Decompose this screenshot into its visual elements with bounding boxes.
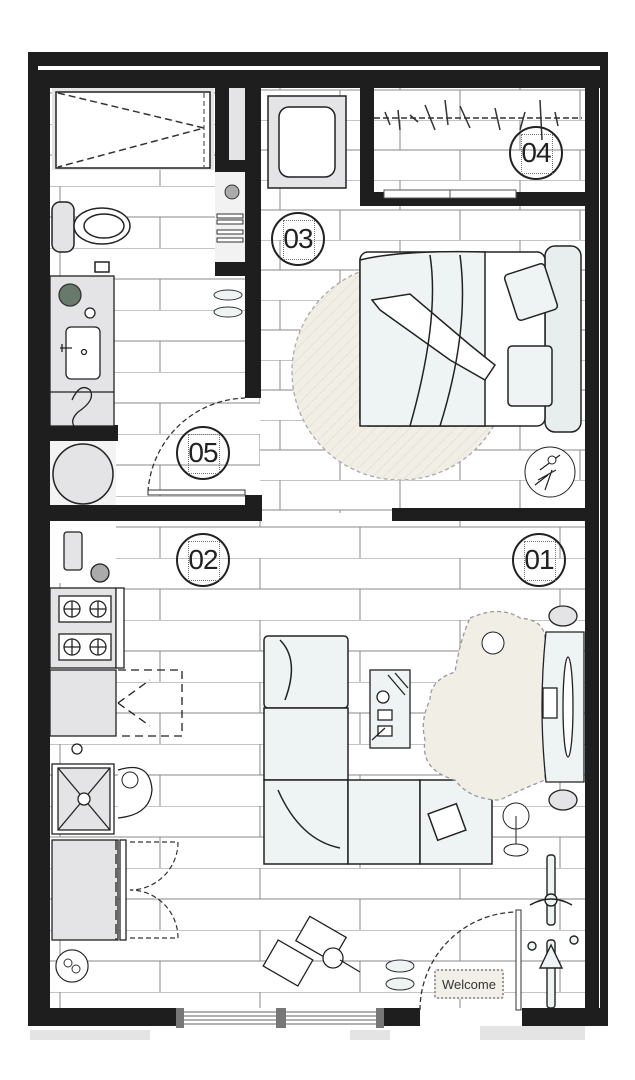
bathroom-vanity — [49, 275, 115, 427]
bedroom-plant — [524, 446, 576, 498]
washing-machine — [50, 441, 116, 505]
room-label-05: 05 — [176, 426, 230, 480]
room-label-03: 03 — [271, 212, 325, 266]
bicycle — [527, 854, 579, 1009]
window-bottom — [176, 1008, 384, 1028]
coffee-table — [369, 669, 411, 749]
closet-rod-hangers — [374, 99, 582, 141]
bath-slippers — [213, 289, 243, 318]
room-label-04: 04 — [509, 126, 563, 180]
entry-slippers — [385, 959, 415, 991]
entrance-door — [419, 909, 522, 1011]
floor-lamp — [502, 802, 530, 857]
shower — [52, 88, 214, 170]
exterior-walls — [28, 52, 608, 1026]
room-label-01: 01 — [512, 533, 566, 587]
kitchen-plant — [55, 949, 89, 983]
tv-console — [541, 605, 585, 811]
person-cooking — [117, 766, 153, 819]
fridge-doors — [129, 841, 179, 939]
sectional-sofa — [263, 635, 493, 865]
welcome-doormat: Welcome — [434, 969, 504, 999]
interior-walls — [50, 88, 585, 521]
room-label-02: 02 — [176, 533, 230, 587]
bed — [359, 245, 582, 433]
towel-rack — [215, 172, 245, 262]
armchair-bedroom — [267, 95, 347, 189]
person-lounging — [262, 915, 361, 987]
living-rug — [422, 610, 546, 801]
toilet — [51, 201, 131, 273]
bathroom-door — [147, 397, 246, 496]
